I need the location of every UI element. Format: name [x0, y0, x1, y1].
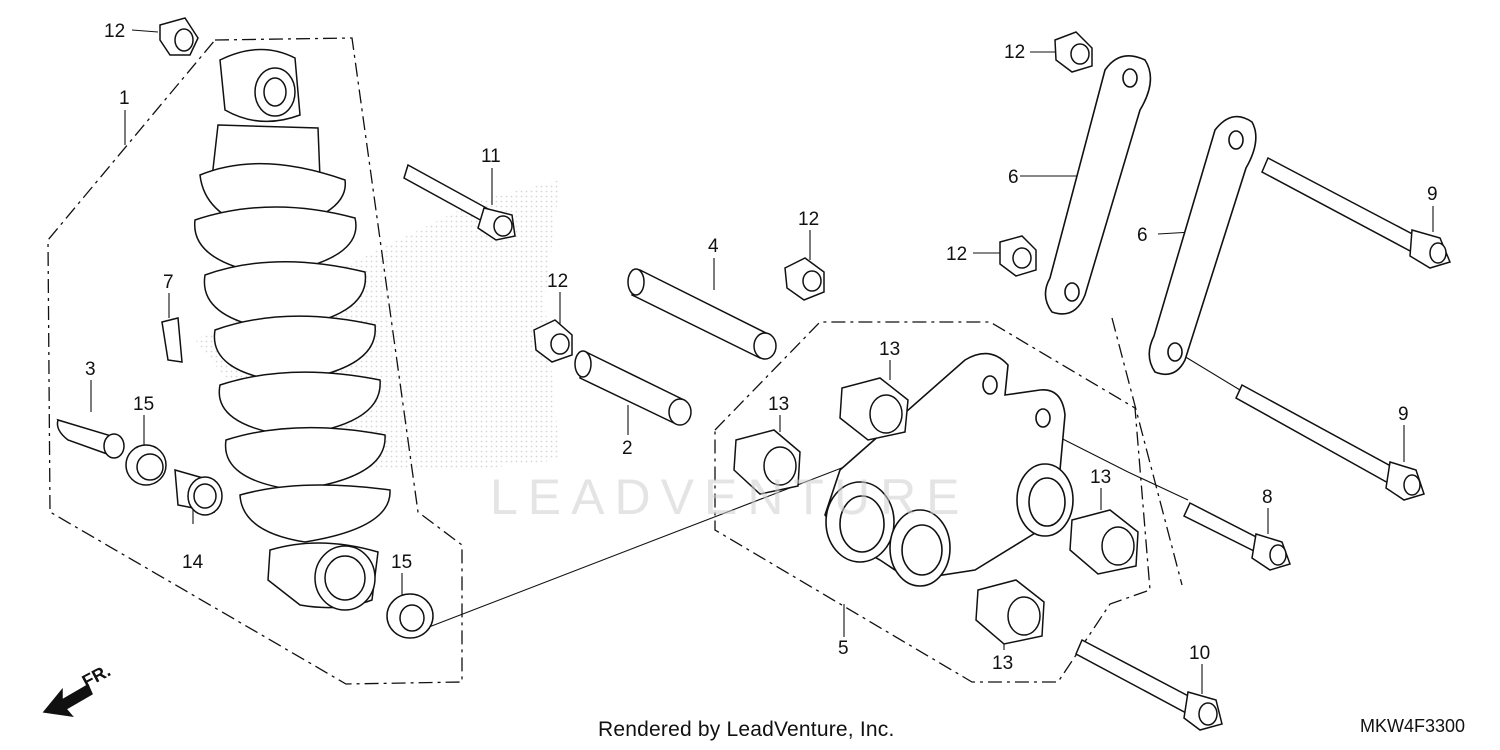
callout-8: 8 [1262, 487, 1273, 508]
callout-3: 3 [85, 359, 96, 380]
callout-5: 5 [838, 638, 849, 659]
nut-12-b [533, 319, 573, 363]
diagram-code: MKW4F3300 [1360, 716, 1466, 736]
callout-14: 14 [182, 552, 204, 573]
shock-absorber [194, 48, 391, 611]
bearing-13-b [733, 429, 801, 495]
callout-13-a: 13 [879, 339, 900, 360]
bolt-9-bottom [1235, 383, 1425, 501]
bolt-10 [1075, 638, 1223, 731]
callout-labels: 1 12 7 3 15 14 15 11 12 4 2 12 12 6 12 6… [85, 21, 1438, 674]
collar-4 [627, 268, 777, 360]
nut-12-d [1054, 31, 1093, 73]
callout-4: 4 [708, 236, 719, 257]
callout-12-e: 12 [946, 244, 967, 265]
callout-13-c: 13 [1090, 467, 1111, 488]
callout-6-a: 6 [1008, 167, 1019, 188]
group-outlines [47, 37, 1183, 685]
watermark: LEADVENTURE [490, 469, 970, 525]
callout-13-d: 13 [992, 653, 1013, 674]
clip-7 [161, 317, 183, 363]
seal-15-right [386, 593, 434, 639]
callout-12-a: 12 [104, 21, 125, 42]
bearing-13-a [839, 377, 909, 441]
collar-3 [56, 418, 125, 459]
nut-12-c [784, 257, 825, 301]
render-credit: Rendered by LeadVenture, Inc. [598, 718, 895, 741]
callout-15-a: 15 [133, 394, 154, 415]
rod-6-b [1148, 115, 1257, 376]
callout-9-b: 9 [1398, 404, 1409, 425]
rod-6-a [1044, 54, 1152, 315]
callout-6-b: 6 [1137, 225, 1148, 246]
rod-group-outline [1111, 317, 1183, 586]
leader-lines [90, 29, 1434, 694]
callout-13-b: 13 [768, 394, 789, 415]
bearing-13-c [1069, 509, 1139, 575]
callout-9-a: 9 [1427, 184, 1438, 205]
collar-2 [574, 350, 692, 426]
nut-12-e [999, 235, 1037, 277]
callout-1: 1 [119, 88, 130, 109]
bolt-8 [1183, 501, 1291, 571]
callout-10: 10 [1189, 643, 1210, 664]
cushion-arm [824, 352, 1074, 587]
nut-12-a [159, 17, 199, 56]
bearing-13-d [975, 579, 1045, 645]
callout-15-b: 15 [391, 552, 412, 573]
callout-12-b: 12 [547, 271, 568, 292]
link-group-outline [714, 321, 1151, 683]
callout-12-d: 12 [1004, 42, 1025, 63]
seal-15-left [125, 444, 167, 486]
callout-7: 7 [163, 272, 174, 293]
bearing-14 [174, 468, 223, 516]
callout-12-c: 12 [798, 209, 819, 230]
bolt-11 [403, 163, 516, 241]
callout-11: 11 [481, 146, 501, 167]
callout-2: 2 [622, 438, 633, 459]
front-arrow-icon [42, 683, 93, 718]
bolt-9-top [1261, 156, 1452, 269]
